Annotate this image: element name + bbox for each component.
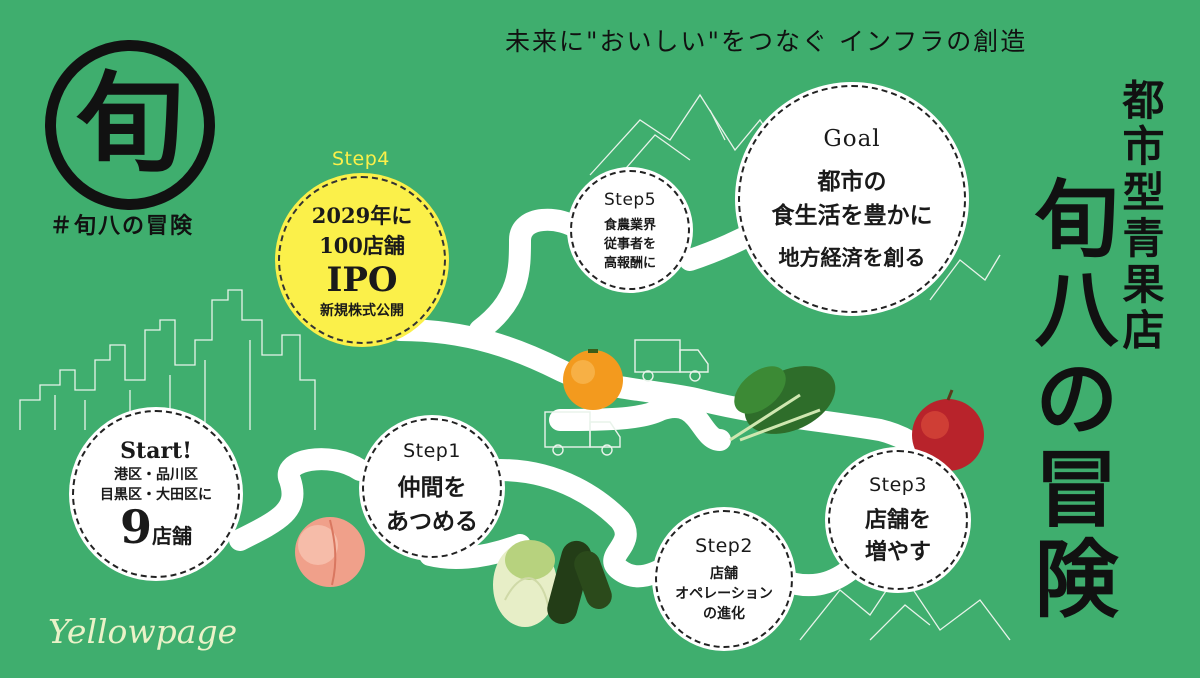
step3-line1: 店舗を xyxy=(864,507,931,533)
step2-line3: の進化 xyxy=(703,606,745,622)
step4-line1: 2029年に xyxy=(311,202,413,228)
step1-line2: あつめる xyxy=(386,508,478,535)
start-suffix: 店舗 xyxy=(152,524,192,548)
goal-line3: 地方経済を創る xyxy=(778,245,926,270)
step2-circle: Step2 店舗 オペレーション の進化 xyxy=(655,510,793,648)
step2-line2: オペレーション xyxy=(675,586,773,602)
start-label: Start! xyxy=(120,438,192,464)
mountain-icon xyxy=(589,93,1001,301)
step3-line2: 増やす xyxy=(864,539,931,565)
zucchini-icon xyxy=(547,540,612,624)
step5-line2: 従事者を xyxy=(603,236,656,252)
step1-circle: Step1 仲間を あつめる xyxy=(362,418,502,558)
step5-line1: 食農業界 xyxy=(603,217,656,233)
step3-label: Step3 xyxy=(869,474,927,496)
truck-icon xyxy=(544,411,621,456)
apple-icon xyxy=(912,389,984,471)
yellowpage-wordmark: Yellowpage xyxy=(48,612,238,651)
subtitle: 都市型青果店 xyxy=(1116,78,1165,354)
goal-line2: 食生活を豊かに xyxy=(771,202,933,229)
logo-character: 旬 xyxy=(75,62,184,187)
main-title: 旬八の冒険 xyxy=(1021,175,1120,625)
step5-label: Step5 xyxy=(603,189,657,210)
step1-label: Step1 xyxy=(403,440,461,462)
step4-line3: 新規株式公開 xyxy=(320,303,404,320)
start-line1: 港区・品川区 xyxy=(114,467,198,483)
road-path xyxy=(229,208,951,597)
goal-label: Goal xyxy=(823,126,881,152)
step1-line1: 仲間を xyxy=(397,474,467,501)
tagline: 未来に"おいしい"をつなぐ インフラの創造 xyxy=(505,27,1028,56)
truck-icon xyxy=(634,339,709,382)
step4-circle: 2029年に 100店舗 IPO 新規株式公開 xyxy=(278,176,446,344)
peach-icon xyxy=(295,517,365,587)
shun-logo: 旬 xyxy=(45,40,215,210)
goal-circle: Goal 都市の 食生活を豊かに 地方経済を創る xyxy=(738,85,966,313)
step4-label: Step4 xyxy=(332,148,390,170)
hashtag: ＃旬八の冒険 xyxy=(50,214,195,239)
start-line2: 目黒区・大田区に xyxy=(100,487,212,503)
cabbage-icon xyxy=(493,540,557,627)
city-skyline-icon xyxy=(19,289,316,430)
spinach-icon xyxy=(729,366,836,442)
start-big-number: 9 xyxy=(119,500,152,554)
goal-line1: 都市の xyxy=(817,168,887,195)
step3-circle: Step3 店舗を 増やす xyxy=(828,450,968,590)
step2-label: Step2 xyxy=(695,535,753,557)
step4-big: IPO xyxy=(326,259,398,300)
step4-line2: 100店舗 xyxy=(319,232,405,258)
orange-icon xyxy=(563,349,623,410)
start-circle: Start! 港区・品川区 目黒区・大田区に 9 店舗 xyxy=(72,410,240,578)
step5-circle: Step5 食農業界 従事者を 高報酬に xyxy=(570,170,690,290)
step2-line1: 店舗 xyxy=(710,566,738,582)
step5-line3: 高報酬に xyxy=(603,255,656,271)
